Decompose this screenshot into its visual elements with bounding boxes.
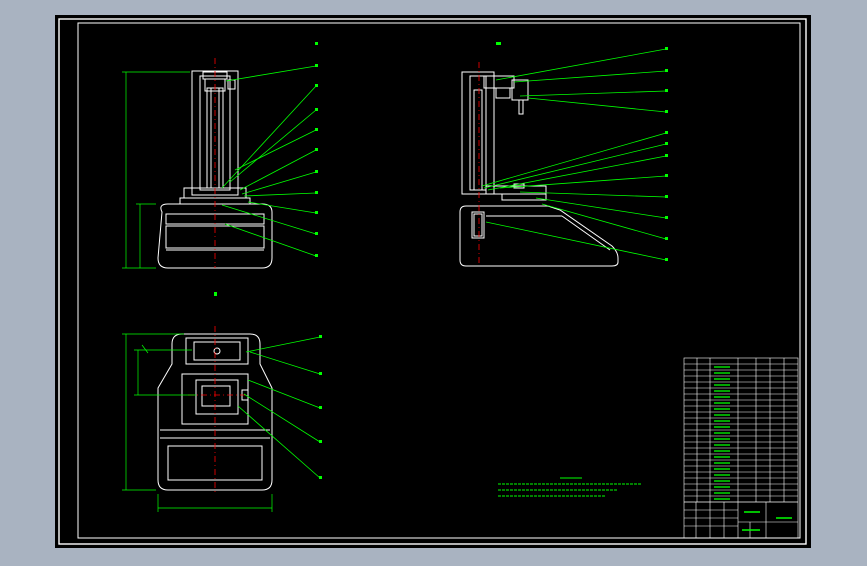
top-view [122,326,273,512]
side-screw [473,89,483,191]
balloon-marks [214,42,668,479]
leader-lines [221,48,667,479]
title-block-marks [742,511,792,531]
inner-border [77,22,801,539]
title-block [684,501,798,538]
top-column-plate [185,337,249,365]
side-base [459,205,619,267]
front-base [157,203,273,269]
top-screw-hole [213,347,221,355]
front-motor [204,78,226,92]
top-outline [157,333,273,491]
drawing-sheet [55,15,811,548]
front-view [122,58,273,269]
parts-list-rows [684,363,798,503]
side-column [461,71,495,195]
technical-notes [498,477,642,497]
parts-list-entries [714,366,730,500]
outer-border [58,18,807,545]
side-view [459,62,619,267]
